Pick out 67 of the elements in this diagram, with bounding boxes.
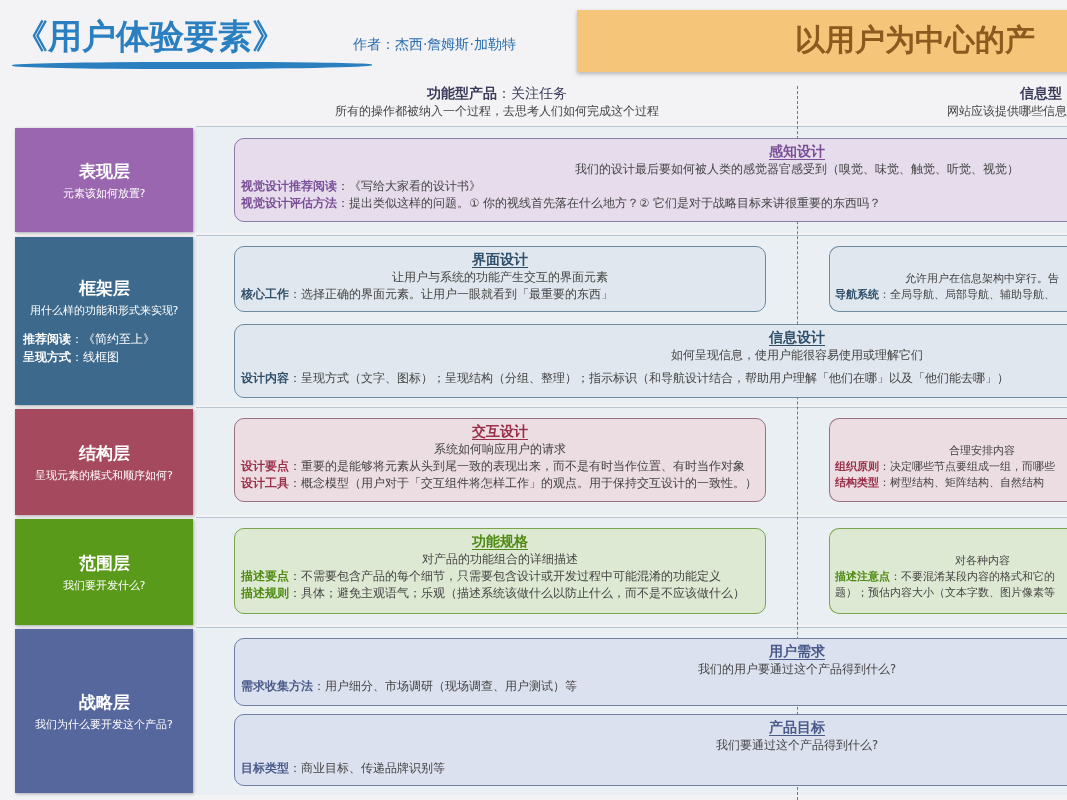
layer-title: 框架层 [77,277,131,300]
card-subtitle: 对产品的功能组合的详细描述 [422,552,578,567]
column-heading: 信息型 [1020,85,1062,103]
layer-question: 我们为什么要开发这个产品? [34,716,174,732]
column-heading: 功能型产品：关注任务 [427,85,567,103]
detail-text: 设计工具：概念模型（用户对于「交互组件将怎样工作」的观点。用于保持交互设计的一致性。） [241,476,757,491]
detail-text: 组织原则：决定哪些节点要组成一组，而哪些 [835,460,1055,474]
detail-text: 导航系统：全局导航、局部导航、辅助导航、 [835,288,1055,302]
card-subtitle: 系统如何响应用户的请求 [434,442,566,457]
card-subtitle: 让用户与系统的功能产生交互的界面元素 [392,270,608,285]
layer-title: 表现层 [77,159,131,183]
layer-card [234,324,1067,398]
card-subtitle: 对各种内容 [954,554,1010,568]
detail-text: 描述要点：不需要包含产品的每个细节，只需要包含设计或开发过程中可能混淆的功能定义 [241,569,721,584]
card-heading: 感知设计 [769,143,825,161]
detail-text: 视觉设计评估方法：提出类似这样的问题。① 你的视线首先落在什么地方？② 它们是对于战略目标来讲很重要的东西吗？ [241,196,881,211]
layer-box [15,409,193,515]
card-heading: 用户需求 [769,643,825,661]
detail-text: 结构类型：树型结构、矩阵结构、自然结构 [835,476,1044,490]
layer-box [15,237,193,405]
detail-text: 核心工作：选择正确的界面元素。让用户一眼就看到「最重要的东西」 [241,287,613,302]
title: 《用户体验要素》 [14,15,286,58]
card-subtitle: 允许用户在信息架构中穿行。告 [905,272,1059,286]
layer-card [829,418,1067,502]
layer-card [234,418,766,502]
layer-title: 战略层 [77,690,131,714]
layer-card [234,638,1067,706]
note-text: 推荐阅读：《简约至上》 [23,332,156,347]
banner [577,10,1067,72]
card-subtitle: 我们要通过这个产品得到什么? [715,738,879,753]
detail-text: 描述注意点：不要混淆某段内容的格式和它的 [835,570,1055,584]
detail-text: 描述规则：具体；避免主观语气；乐观（描述系统该做什么以防止什么，而不是不应该做什么） [241,586,745,601]
layer-title: 结构层 [77,441,131,465]
detail-text: 设计要点：重要的是能够将元素从头到尾一致的表现出来，而不是有时当作位置、有时当作对象 [241,459,745,474]
banner-title: 以用户为中心的产 [795,21,1035,59]
layer-title: 范围层 [77,551,131,575]
card-subtitle: 如何呈现信息，使用户能很容易使用或理解它们 [671,348,923,363]
layer-card [829,528,1067,614]
layer-box [15,128,193,232]
layer-card [234,528,766,614]
card-heading: 交互设计 [472,423,528,441]
detail-text: 目标类型：商业目标、传递品牌识别等 [241,761,445,776]
layer-question: 我们要开发什么? [61,577,147,593]
author-text: 作者：杰西·詹姆斯·加勒特 [353,36,516,54]
card-subtitle: 我们的用户要通过这个产品得到什么? [697,662,897,677]
card-heading: 功能规格 [472,533,528,551]
layer-question: 用什么样的功能和形式来实现? [28,303,180,318]
detail-text: 设计内容：呈现方式（文字、图标）；呈现结构（分组、整理）；指示标识（和导航设计结合，帮助用户理解「他们在哪」以及「他们能去哪」） [241,371,1009,386]
layer-box [15,519,193,625]
card-heading: 界面设计 [472,251,528,269]
column-subtitle: 所有的操作都被纳入一个过程，去思考人们如何完成这个过程 [335,104,659,119]
layer-card [234,246,766,312]
layer-card [829,246,1067,312]
layer-question: 呈现元素的模式和顺序如何? [34,467,174,483]
card-heading: 信息设计 [769,329,825,347]
column-subtitle: 网站应该提供哪些信息 [947,104,1067,119]
layer-box [15,629,193,793]
note-text: 呈现方式：线框图 [23,350,120,365]
card-heading: 产品目标 [769,719,825,737]
layer-question: 元素该如何放置? [61,185,147,201]
detail-text: 需求收集方法：用户细分、市场调研（现场调查、用户测试）等 [241,679,577,694]
card-subtitle: 我们的设计最后要如何被人类的感觉器官感受到（嗅觉、味觉、触觉、听觉、视觉） [575,162,1019,177]
layer-card [234,138,1067,222]
detail-text: 题）；预估内容大小（文本字数、图片像素等 [835,586,1055,600]
layer-card [234,714,1067,786]
card-subtitle: 合理安排内容 [949,444,1015,458]
detail-text: 视觉设计推荐阅读：《写给大家看的设计书》 [241,179,481,194]
